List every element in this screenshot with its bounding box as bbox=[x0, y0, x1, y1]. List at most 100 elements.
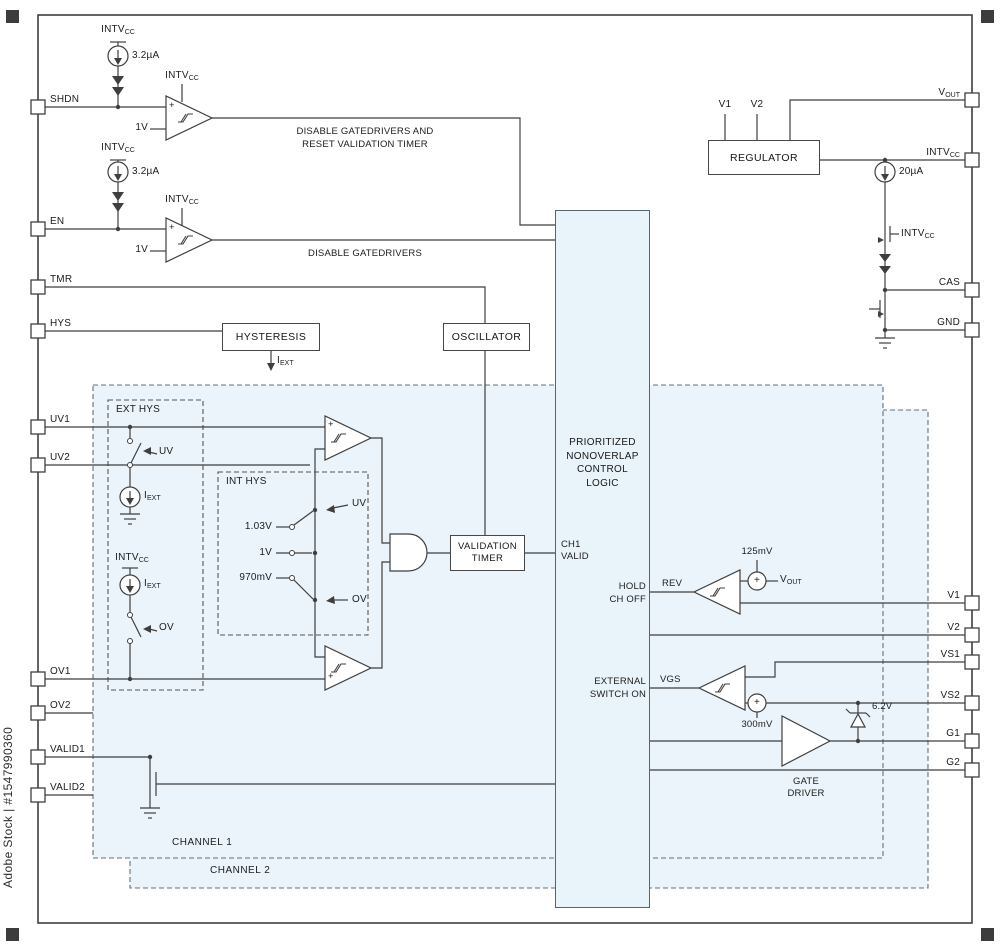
pin-label-valid2: VALID2 bbox=[50, 782, 85, 793]
pin-v1 bbox=[964, 595, 980, 611]
pin-ov1 bbox=[30, 671, 46, 687]
intvcc-label-mosfet: INTVCC bbox=[901, 228, 935, 240]
pin-v2 bbox=[964, 627, 980, 643]
regulator-v1-label: V1 bbox=[718, 99, 732, 110]
regulator-v2-label: V2 bbox=[750, 99, 764, 110]
plus-sign-ovcomp: + bbox=[328, 671, 334, 682]
shdn-clamp-icon bbox=[112, 76, 124, 85]
zener-diode bbox=[849, 712, 867, 728]
and-gate bbox=[389, 533, 428, 572]
intvcc-label-src1: INTVCC bbox=[101, 24, 135, 36]
pin-vs1 bbox=[964, 654, 980, 670]
pin-label-uv1: UV1 bbox=[50, 414, 71, 425]
current-3u2a-label-2: 3.2µA bbox=[132, 166, 160, 177]
pin-label-intvcc: INTVCC bbox=[926, 147, 960, 159]
pin-g1 bbox=[964, 733, 980, 749]
zener-6v2-label: 6.2V bbox=[872, 701, 893, 712]
en-comparator bbox=[165, 217, 214, 263]
pin-en bbox=[30, 221, 46, 237]
uv-tap-label: UV bbox=[352, 498, 367, 509]
pin-shdn bbox=[30, 99, 46, 115]
note-disable-reset-line2: RESET VALIDATION TIMER bbox=[302, 139, 428, 150]
pin-label-vs1: VS1 bbox=[940, 649, 960, 660]
pin-label-cas: CAS bbox=[938, 277, 960, 288]
current-3u2a-label-1: 3.2µA bbox=[132, 50, 160, 61]
pin-label-hys: HYS bbox=[50, 318, 72, 329]
pin-label-v2: V2 bbox=[947, 622, 960, 633]
plus-sign-rev-sum: + bbox=[753, 575, 761, 586]
intvcc-label-src2: INTVCC bbox=[101, 142, 135, 154]
pin-label-gnd: GND bbox=[937, 317, 960, 328]
pin-label-ov2: OV2 bbox=[50, 700, 71, 711]
offset-300mv-label: 300mV bbox=[741, 719, 773, 730]
gate-driver-label-line1: GATE bbox=[793, 776, 819, 787]
intvcc-label-exthys: INTVCC bbox=[115, 552, 149, 564]
iext-label-2: IEXT bbox=[144, 578, 161, 590]
pin-label-shdn: SHDN bbox=[50, 94, 80, 105]
watermark-corner-mark-tr bbox=[981, 10, 994, 23]
ground-symbols bbox=[120, 337, 895, 819]
rev-signal-label: REV bbox=[662, 578, 683, 589]
note-disable: DISABLE GATEDRIVERS bbox=[308, 248, 422, 259]
switch-contacts bbox=[127, 438, 295, 644]
gate-driver-buffer bbox=[781, 715, 832, 767]
hold-ch-off-line1: HOLD bbox=[618, 581, 646, 592]
ref-1v03-label: 1.03V bbox=[244, 521, 272, 532]
pin-vs2 bbox=[964, 695, 980, 711]
pin-hys bbox=[30, 323, 46, 339]
ov-comparator bbox=[324, 645, 373, 691]
channel-1-box bbox=[92, 384, 884, 859]
hysteresis-block: HYSTERESIS bbox=[222, 323, 320, 351]
ch1-valid-line2: VALID bbox=[561, 551, 589, 562]
wires bbox=[45, 41, 965, 819]
control-logic-block: PRIORITIZED NONOVERLAP CONTROL LOGIC bbox=[555, 210, 650, 908]
hold-ch-off-line2: CH OFF bbox=[609, 594, 646, 605]
ref-1v-label-comp2: 1V bbox=[135, 244, 148, 255]
uv-switch-label: UV bbox=[159, 446, 174, 457]
pin-label-uv2: UV2 bbox=[50, 452, 71, 463]
ext-hys-title: EXT HYS bbox=[116, 404, 161, 415]
oscillator-block-label: OSCILLATOR bbox=[451, 331, 522, 343]
pin-cas bbox=[964, 282, 980, 298]
ref-970mv-label: 970mV bbox=[239, 572, 272, 583]
pin-label-g2: G2 bbox=[946, 757, 960, 768]
ch1-valid-line1: CH1 bbox=[561, 539, 581, 550]
channel-boxes bbox=[92, 384, 929, 889]
pin-tmr bbox=[30, 279, 46, 295]
int-hys-box bbox=[217, 471, 369, 636]
plus-sign-comp2: + bbox=[169, 222, 175, 233]
ref-1v-label-comp1: 1V bbox=[135, 122, 148, 133]
regulator-block: REGULATOR bbox=[708, 140, 820, 175]
current-20ua-label: 20µA bbox=[899, 166, 924, 177]
plus-sign-vgs-sum: + bbox=[753, 697, 761, 708]
iext-label-1: IEXT bbox=[144, 490, 161, 502]
junction-dots bbox=[115, 104, 888, 760]
iext-label-hysteresis: IEXT bbox=[277, 355, 294, 367]
pin-label-tmr: TMR bbox=[50, 274, 73, 285]
pin-intvcc bbox=[964, 152, 980, 168]
pin-label-vs2: VS2 bbox=[940, 690, 960, 701]
external-switch-on-line2: SWITCH ON bbox=[589, 689, 646, 700]
intvcc-label-comp2: INTVCC bbox=[165, 194, 199, 206]
channel1-label: CHANNEL 1 bbox=[172, 837, 233, 848]
plus-sign-comp1: + bbox=[169, 100, 175, 111]
pin-gnd bbox=[964, 322, 980, 338]
ref-1v-label-inthys: 1V bbox=[259, 547, 272, 558]
watermark-corner-mark-br bbox=[981, 928, 994, 941]
intvcc-clamp-icon bbox=[879, 254, 891, 262]
pin-squares bbox=[30, 92, 980, 803]
pin-label-vout: VOUT bbox=[938, 87, 960, 99]
pin-label-en: EN bbox=[50, 216, 65, 227]
uv-comparator bbox=[324, 415, 373, 461]
hysteresis-block-label: HYSTERESIS bbox=[235, 331, 307, 343]
oscillator-block: OSCILLATOR bbox=[443, 323, 530, 351]
note-disable-reset-line1: DISABLE GATEDRIVERS AND bbox=[296, 126, 434, 137]
ext-hys-box bbox=[107, 399, 204, 691]
stock-watermark-text: Adobe Stock | #1547990360 bbox=[1, 726, 15, 888]
control-logic-title: PRIORITIZED NONOVERLAP CONTROL LOGIC bbox=[566, 437, 639, 489]
hysteresis-icons bbox=[178, 113, 730, 693]
vout-net-label: VOUT bbox=[780, 574, 802, 586]
pin-label-g1: G1 bbox=[946, 728, 960, 739]
vgs-signal-label: VGS bbox=[660, 674, 681, 685]
filled-marks bbox=[112, 58, 891, 760]
